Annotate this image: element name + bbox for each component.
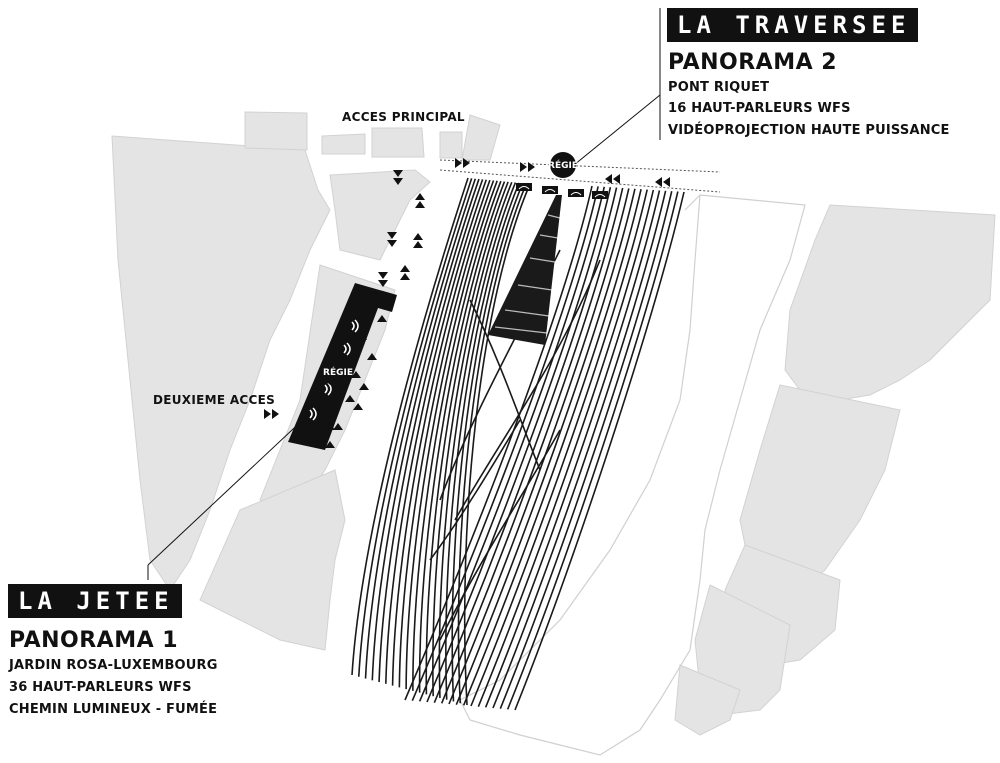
arrow-icon	[264, 158, 670, 448]
track-line	[484, 190, 661, 708]
arrow-icon	[463, 158, 470, 168]
track-line	[425, 181, 509, 695]
railway-tracks	[351, 177, 685, 711]
track-line	[463, 183, 531, 706]
track-line	[433, 187, 618, 703]
track-line	[499, 191, 673, 709]
arrow-icon	[520, 162, 527, 172]
track-line	[448, 188, 630, 705]
arrow-icon	[400, 273, 410, 280]
la-traversee-tag: LA TRAVERSEE	[667, 8, 919, 42]
regie-top: RÉGIE	[548, 152, 578, 178]
track-line	[438, 182, 517, 698]
leader-lines	[147, 8, 661, 580]
panorama2-line-3: VIDÉOPROJECTION HAUTE PUISSANCE	[668, 123, 950, 138]
panorama1-title: PANORAMA 1	[9, 628, 179, 653]
track-line	[391, 179, 491, 686]
arrow-icon	[333, 423, 343, 430]
track-crossing	[469, 299, 541, 471]
track-line	[506, 191, 679, 710]
projector-lens-icon	[518, 186, 606, 198]
arrow-icon	[613, 174, 620, 184]
regie-left-label: RÉGIE	[323, 366, 353, 378]
speaker-icon	[309, 319, 359, 421]
track-line	[385, 179, 487, 684]
track-line	[398, 180, 495, 688]
track-line	[440, 187, 624, 704]
track-line	[412, 180, 502, 691]
arrow-icon	[357, 333, 367, 340]
track-line	[418, 181, 506, 693]
deuxieme-acces-label: DEUXIEME ACCES	[153, 393, 276, 407]
arrow-icon	[264, 409, 271, 419]
arrow-icon	[415, 201, 425, 208]
arrow-icon	[378, 280, 388, 287]
arrow-icon	[325, 423, 335, 430]
arrow-icon	[325, 441, 335, 448]
track-line	[404, 185, 593, 701]
panorama2-line-2: 16 HAUT-PARLEURS WFS	[668, 101, 851, 116]
track-line	[371, 178, 480, 681]
station-outline	[459, 194, 806, 756]
track-line	[364, 178, 477, 679]
track-line	[462, 189, 642, 706]
track-crossing	[454, 259, 601, 521]
track-line	[514, 191, 685, 711]
track-line	[351, 177, 469, 676]
arrow-icon	[377, 315, 387, 322]
panorama1-line-2: 36 HAUT-PARLEURS WFS	[9, 680, 192, 695]
arrow-icon	[655, 177, 662, 187]
track-line	[418, 186, 606, 702]
arrow-icon	[415, 193, 425, 200]
arrow-icon	[393, 178, 403, 185]
arrow-icon	[663, 177, 670, 187]
arrow-icon	[455, 158, 462, 168]
track-line	[411, 186, 599, 701]
arrow-icon	[378, 272, 388, 279]
arrow-icon	[393, 170, 403, 177]
track-line	[426, 187, 612, 703]
arrow-icon	[353, 403, 363, 410]
track-crossing	[429, 419, 521, 561]
la-jetee-tag: LA JETEE	[8, 584, 182, 618]
arrow-icon	[351, 371, 361, 378]
arrow-icon	[528, 162, 535, 172]
track-line	[405, 180, 498, 690]
bridge-line	[439, 159, 721, 193]
track-line	[357, 178, 473, 677]
arrow-icon	[387, 240, 397, 247]
arrow-icon	[367, 353, 377, 360]
regie-left: RÉGIE	[323, 357, 353, 387]
regie-top-label: RÉGIE	[548, 159, 578, 171]
arrow-icon	[367, 295, 377, 302]
track-line	[432, 181, 513, 697]
track-crossing	[439, 429, 561, 641]
arrow-icon	[272, 409, 279, 419]
arrow-icon	[345, 395, 355, 402]
acces-principal-label: ACCES PRINCIPAL	[342, 110, 465, 124]
track-line	[470, 189, 648, 707]
arrow-icon	[413, 241, 423, 248]
track-line	[455, 188, 636, 705]
arrow-icon	[400, 265, 410, 272]
panorama1-line-3: CHEMIN LUMINEUX - FUMÉE	[9, 702, 218, 717]
projector-icon	[516, 183, 608, 199]
track-line	[492, 190, 667, 709]
arrow-icon	[413, 233, 423, 240]
arrow-icon	[387, 232, 397, 239]
track-line	[378, 179, 484, 683]
city-blocks-right	[674, 204, 996, 736]
panorama2-line-1: PONT RIQUET	[668, 80, 770, 95]
track-line	[451, 182, 524, 702]
arrow-icon	[315, 435, 325, 442]
panorama2-title: PANORAMA 2	[668, 50, 838, 75]
arrow-icon	[359, 383, 369, 390]
projection-fan	[488, 195, 562, 345]
track-line	[477, 189, 655, 707]
arrow-icon	[605, 174, 612, 184]
track-line	[445, 182, 520, 700]
panorama1-line-1: JARDIN ROSA-LUXEMBOURG	[9, 658, 218, 673]
